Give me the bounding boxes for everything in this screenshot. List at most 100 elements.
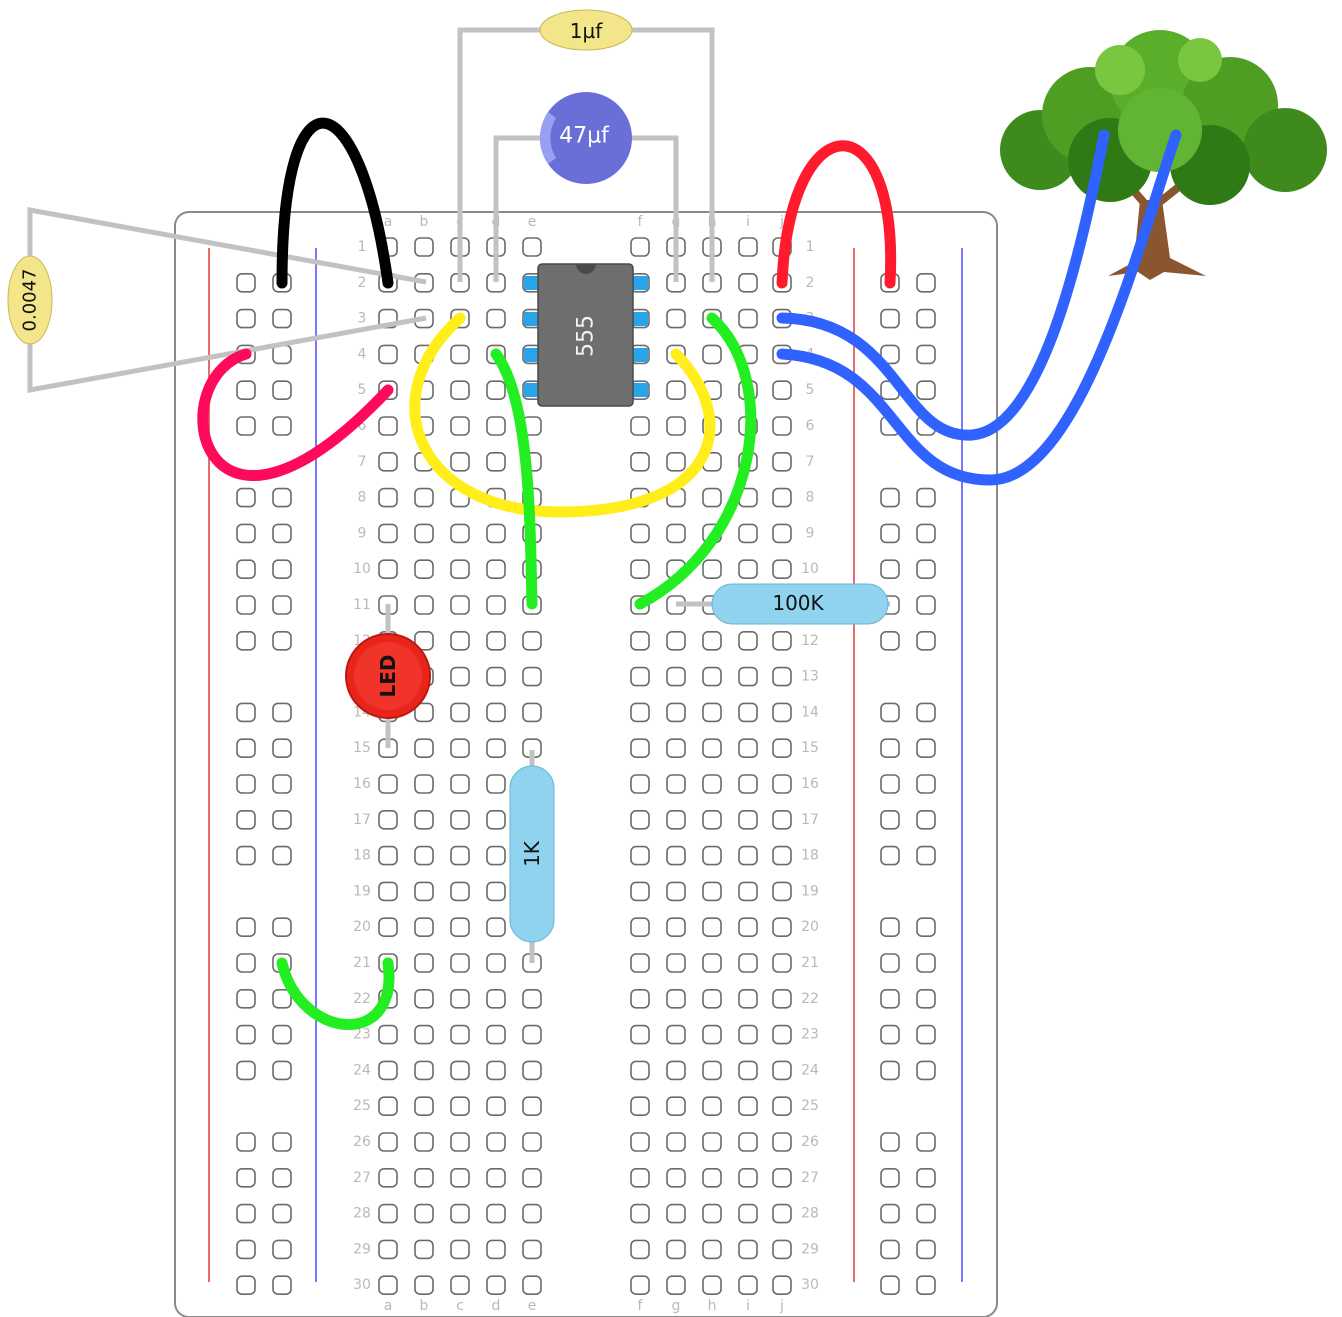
breadboard-hole bbox=[486, 1132, 506, 1152]
rail-hole bbox=[236, 272, 256, 293]
rail-hole bbox=[236, 738, 256, 759]
breadboard-hole bbox=[450, 595, 470, 615]
breadboard-hole bbox=[738, 1060, 758, 1081]
breadboard-hole bbox=[414, 809, 434, 830]
breadboard-hole bbox=[378, 881, 398, 902]
breadboard-hole bbox=[630, 702, 650, 723]
breadboard-hole bbox=[666, 917, 686, 938]
rail-hole bbox=[236, 630, 256, 651]
rail-hole bbox=[236, 917, 256, 938]
breadboard-hole bbox=[414, 988, 434, 1009]
rail-hole bbox=[880, 523, 900, 544]
breadboard-hole bbox=[450, 988, 470, 1009]
breadboard-hole bbox=[522, 666, 542, 687]
rail-hole bbox=[880, 845, 900, 866]
rail-hole bbox=[236, 1132, 256, 1152]
column-label-top: e bbox=[528, 214, 537, 230]
breadboard-hole bbox=[738, 272, 758, 293]
breadboard-hole bbox=[414, 1203, 434, 1224]
rail-hole bbox=[880, 702, 900, 723]
breadboard-hole bbox=[630, 1239, 650, 1260]
breadboard-hole bbox=[378, 809, 398, 830]
breadboard-hole bbox=[378, 1239, 398, 1260]
breadboard-hole bbox=[414, 237, 434, 257]
breadboard-hole bbox=[630, 559, 650, 580]
rail-hole bbox=[272, 1239, 292, 1260]
rail-hole bbox=[272, 1132, 292, 1152]
column-label-bottom: j bbox=[779, 1298, 784, 1314]
breadboard-hole bbox=[486, 953, 506, 973]
rail-hole bbox=[236, 845, 256, 866]
breadboard-hole bbox=[414, 1060, 434, 1081]
breadboard-hole bbox=[772, 809, 792, 830]
breadboard-hole bbox=[414, 595, 434, 615]
breadboard-hole bbox=[666, 1203, 686, 1224]
breadboard-hole bbox=[666, 881, 686, 902]
row-label-left: 2 bbox=[358, 275, 367, 291]
breadboard-hole bbox=[630, 845, 650, 866]
breadboard-hole bbox=[486, 702, 506, 723]
rail-hole bbox=[236, 523, 256, 544]
breadboard-hole bbox=[630, 953, 650, 973]
breadboard-hole bbox=[738, 1168, 758, 1188]
rail-hole bbox=[272, 845, 292, 866]
rail-hole bbox=[272, 1060, 292, 1081]
rail-hole bbox=[880, 559, 900, 580]
breadboard-hole bbox=[772, 845, 792, 866]
breadboard-hole bbox=[414, 1168, 434, 1188]
breadboard-hole bbox=[630, 1275, 650, 1295]
rail-hole bbox=[272, 416, 292, 436]
breadboard-hole bbox=[486, 738, 506, 759]
rail-hole bbox=[916, 809, 936, 830]
row-label-left: 25 bbox=[353, 1098, 371, 1114]
row-label-right: 22 bbox=[801, 991, 819, 1007]
breadboard-hole bbox=[772, 1168, 792, 1188]
breadboard-hole bbox=[772, 738, 792, 759]
breadboard-hole bbox=[702, 666, 722, 687]
breadboard-hole bbox=[522, 1168, 542, 1188]
rail-hole bbox=[880, 738, 900, 759]
row-label-right: 7 bbox=[806, 454, 815, 470]
breadboard-hole bbox=[450, 1024, 470, 1045]
breadboard-hole bbox=[486, 1275, 506, 1295]
rail-hole bbox=[236, 380, 256, 401]
breadboard-hole bbox=[666, 523, 686, 544]
row-label-left: 1 bbox=[358, 239, 367, 255]
breadboard-hole bbox=[414, 1024, 434, 1045]
row-label-right: 18 bbox=[801, 848, 819, 864]
capacitor-47uf: 47µf bbox=[539, 92, 632, 184]
row-label-left: 20 bbox=[353, 919, 371, 935]
row-label-left: 24 bbox=[353, 1062, 371, 1078]
breadboard-hole bbox=[666, 1024, 686, 1045]
row-label-left: 16 bbox=[353, 776, 371, 792]
rail-hole bbox=[916, 380, 936, 401]
breadboard-hole bbox=[772, 1060, 792, 1081]
row-label-left: 23 bbox=[353, 1027, 371, 1043]
column-label-top: a bbox=[384, 214, 393, 230]
row-label-left: 19 bbox=[353, 883, 371, 899]
resistor-100k-label: 100K bbox=[772, 591, 824, 615]
breadboard-hole bbox=[738, 809, 758, 830]
rail-hole bbox=[236, 1024, 256, 1045]
row-label-right: 25 bbox=[801, 1098, 819, 1114]
breadboard-hole bbox=[450, 953, 470, 973]
row-label-right: 2 bbox=[806, 275, 815, 291]
rail-hole bbox=[916, 702, 936, 723]
breadboard-hole bbox=[772, 917, 792, 938]
breadboard-hole bbox=[522, 1132, 542, 1152]
breadboard-hole bbox=[772, 666, 792, 687]
rail-hole bbox=[272, 523, 292, 544]
breadboard-hole bbox=[738, 1132, 758, 1152]
capacitor-1uf-label: 1µf bbox=[570, 19, 603, 43]
column-label-top: b bbox=[420, 214, 429, 230]
breadboard-hole bbox=[450, 344, 470, 365]
breadboard-hole bbox=[738, 559, 758, 580]
rail-hole bbox=[272, 559, 292, 580]
breadboard-hole bbox=[702, 953, 722, 973]
breadboard-hole bbox=[486, 845, 506, 866]
breadboard-hole bbox=[414, 630, 434, 651]
row-label-left: 28 bbox=[353, 1206, 371, 1222]
breadboard-hole bbox=[486, 523, 506, 544]
column-label-bottom: d bbox=[492, 1298, 501, 1314]
